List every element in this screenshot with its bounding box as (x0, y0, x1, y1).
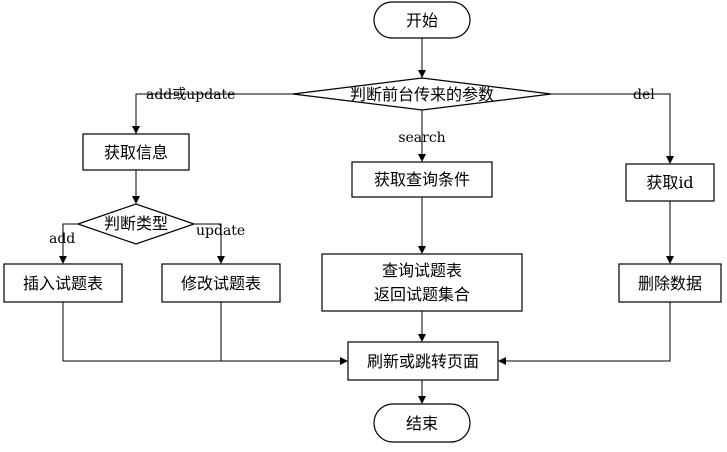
get-id-label: 获取id (646, 173, 693, 192)
delete-data-label: 删除数据 (638, 274, 702, 293)
arrow-head (340, 357, 348, 365)
judge-params-diamond (292, 77, 552, 111)
refresh-box (347, 341, 499, 381)
judge-type-diamond (76, 203, 196, 245)
update-table-box (161, 263, 281, 303)
update-table-label: 修改试题表 (181, 274, 261, 293)
delete-data-box (618, 263, 722, 303)
arrow-head (132, 196, 140, 204)
arrow-head (59, 256, 67, 264)
insert-table-node: 插入试题表 (3, 263, 123, 303)
arrow-head (418, 70, 426, 78)
arrow-head (418, 396, 426, 404)
arrow-head (418, 334, 426, 342)
get-query-node: 获取查询条件 (351, 161, 493, 198)
query-return-node: 查询试题表 返回试题集合 (321, 253, 523, 312)
start-label: 开始 (406, 11, 438, 30)
insert-table-box (3, 263, 123, 303)
get-id-node: 获取id (625, 163, 715, 202)
refresh-label: 刷新或跳转页面 (367, 352, 479, 371)
arrow-head (498, 357, 506, 365)
judge-params-node: 判断前台传来的参数 (292, 77, 552, 111)
edge-judge-getinfo (135, 93, 293, 132)
arrow-head (418, 154, 426, 162)
arrow-head (418, 246, 426, 254)
refresh-node: 刷新或跳转页面 (347, 341, 499, 381)
edge-label-search: search (398, 130, 445, 146)
query-line2-label: 返回试题集合 (374, 285, 470, 304)
edge-label-add-or-update: add或update (146, 87, 235, 103)
delete-data-node: 删除数据 (618, 263, 722, 303)
edge-delete-refresh (500, 302, 671, 362)
start-terminal-shape (373, 1, 471, 39)
end-label: 结束 (406, 414, 438, 433)
update-table-node: 修改试题表 (161, 263, 281, 303)
edge-label-del: del (633, 87, 655, 103)
arrow-head (666, 256, 674, 264)
arrow-head (666, 156, 674, 164)
edge-label-update: update (196, 223, 245, 239)
query-return-box (321, 253, 523, 312)
arrow-head (132, 126, 140, 134)
edge-judgetype-insert (62, 223, 78, 262)
get-info-node: 获取信息 (82, 133, 190, 171)
edge-label-add: add (49, 231, 75, 247)
connectors (59, 38, 674, 404)
end-node: 结束 (373, 403, 471, 443)
judge-type-node: 判断类型 (76, 203, 196, 245)
get-query-box (351, 161, 493, 198)
insert-table-label: 插入试题表 (23, 274, 103, 293)
judge-type-label: 判断类型 (104, 214, 168, 233)
edge-labels: add或update search del add update (49, 87, 655, 247)
judge-params-label: 判断前台传来的参数 (350, 85, 494, 104)
edge-judgetype-update (194, 223, 222, 262)
query-line1-label: 查询试题表 (382, 261, 462, 280)
arrow-head (217, 256, 225, 264)
get-info-box (82, 133, 190, 171)
start-node: 开始 (373, 1, 471, 39)
end-terminal-shape (373, 403, 471, 443)
edge-judge-getid (551, 93, 671, 162)
get-info-label: 获取信息 (104, 143, 168, 162)
edge-insert-refresh (62, 302, 346, 362)
get-query-label: 获取查询条件 (374, 170, 470, 189)
get-id-box (625, 163, 715, 202)
